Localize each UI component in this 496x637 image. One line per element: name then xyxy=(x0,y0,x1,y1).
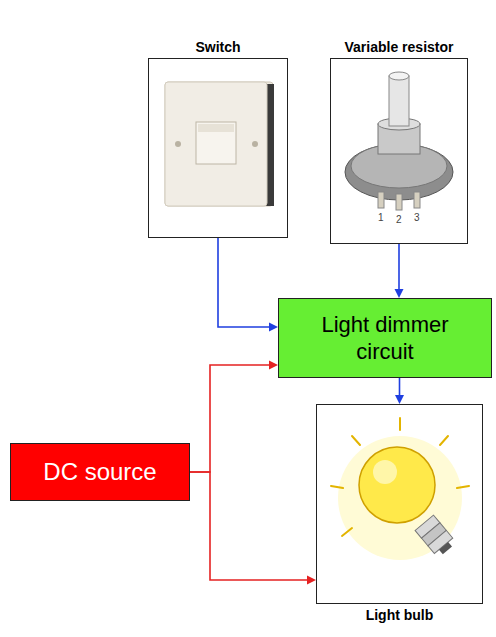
connector-line xyxy=(190,365,271,472)
pin-number: 1 xyxy=(378,212,384,223)
pin-number: 3 xyxy=(414,212,420,223)
connector xyxy=(218,238,278,332)
arrowhead xyxy=(395,395,404,404)
arrowhead xyxy=(395,289,404,298)
bulb-box: Light bulb xyxy=(316,404,483,604)
connector-line xyxy=(218,238,271,327)
arrowhead xyxy=(269,361,278,370)
connector-line xyxy=(399,378,401,397)
box-label: Light dimmer circuit xyxy=(305,311,465,366)
connector xyxy=(395,244,404,298)
switch-box: Switch xyxy=(148,58,288,238)
arrowhead xyxy=(269,323,278,332)
box-label: DC source xyxy=(43,457,156,487)
connector-line xyxy=(190,472,309,580)
switch-picture xyxy=(165,82,274,206)
connector xyxy=(190,361,278,473)
part-heading: Light bulb xyxy=(345,607,455,623)
bulb-picture xyxy=(331,418,469,560)
potentiometer-picture xyxy=(345,72,453,210)
dimmer-box: Light dimmer circuit xyxy=(278,298,492,378)
part-heading: Switch xyxy=(163,39,273,55)
arrowhead xyxy=(307,576,316,585)
source-box: DC source xyxy=(10,443,190,501)
part-heading: Variable resistor xyxy=(344,39,454,55)
connector xyxy=(190,472,316,585)
pin-number: 2 xyxy=(396,214,402,225)
connector-line xyxy=(398,244,400,291)
connector xyxy=(395,378,404,404)
